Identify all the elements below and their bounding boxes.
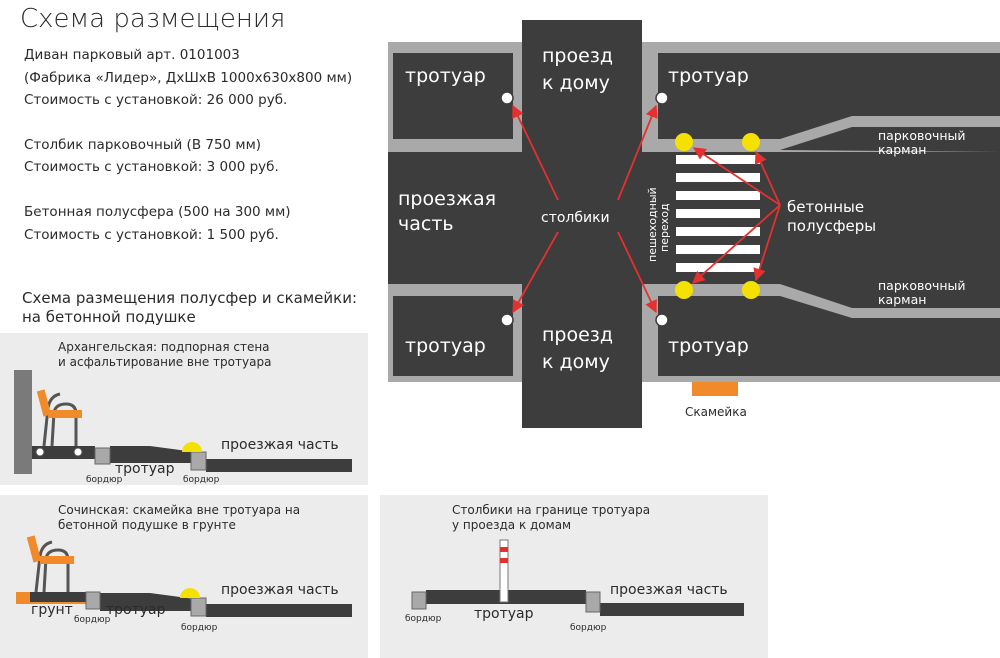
svg-text:бордюр: бордюр — [86, 475, 123, 485]
bollard-icon — [655, 91, 669, 105]
label-crosswalk: пешеходный — [646, 187, 659, 262]
svg-text:переход: переход — [658, 203, 671, 252]
bench-icon — [26, 535, 74, 593]
spec-line: Диван парковый арт. 0101003 — [24, 47, 240, 63]
label-parking-bottom: парковочный — [878, 278, 966, 293]
label-roadway: проезжая — [398, 188, 496, 210]
hemisphere-arrows — [692, 147, 781, 284]
svg-text:бордюр: бордюр — [183, 475, 220, 485]
sidewalk-block-tl — [393, 53, 513, 139]
vertical-drive — [522, 20, 642, 428]
svg-text:проезжая часть: проезжая часть — [221, 582, 339, 598]
svg-text:грунт: грунт — [31, 602, 73, 618]
section-panel-bollards: Столбики на границе тротуара у проезда к… — [380, 495, 768, 658]
svg-text:у проезда к домам: у проезда к домам — [452, 518, 571, 532]
section-heading: Схема размещения полусфер и скамейки: на… — [22, 289, 358, 326]
hemisphere-icon — [675, 281, 693, 299]
svg-text:Столбики на границе тротуара: Столбики на границе тротуара — [452, 503, 650, 517]
label-sidewalk-tr: тротуар — [668, 65, 749, 87]
svg-text:бордюр: бордюр — [74, 615, 111, 625]
label-parking-top: парковочный — [878, 128, 966, 143]
svg-text:тротуар: тротуар — [106, 602, 166, 618]
retaining-wall — [14, 370, 32, 474]
svg-text:бордюр: бордюр — [181, 623, 218, 633]
label-bollards: столбики — [541, 210, 610, 226]
svg-text:карман: карман — [878, 142, 926, 157]
bollard-icon — [500, 313, 514, 327]
label-drive-bottom: проезд — [542, 324, 613, 346]
parking-pocket-top — [780, 127, 1000, 152]
svg-text:и асфальтирование вне тротуара: и асфальтирование вне тротуара — [58, 355, 271, 369]
bollard-icon — [655, 313, 669, 327]
svg-text:карман: карман — [878, 292, 926, 307]
spec-line: Столбик парковочный (В 750 мм) — [24, 136, 262, 153]
svg-text:проезжая часть: проезжая часть — [610, 582, 728, 598]
spec-line: Стоимость с установкой: 1 500 руб. — [24, 226, 279, 243]
label-bench: Скамейка — [685, 405, 747, 419]
svg-text:бордюр: бордюр — [405, 614, 442, 624]
bollard-icon — [499, 539, 509, 603]
svg-text:тротуар: тротуар — [474, 606, 534, 622]
bench-icon — [692, 382, 738, 396]
spec-line: Стоимость с установкой: 3 000 руб. — [24, 159, 279, 176]
sidewalk-block-br — [658, 296, 1000, 376]
bollard-arrows — [512, 104, 658, 314]
svg-text:полусферы: полусферы — [787, 217, 876, 235]
svg-text:проезжая часть: проезжая часть — [221, 437, 339, 453]
svg-text:Архангельская: подпорная стена: Архангельская: подпорная стена — [58, 340, 270, 354]
section-panel-arkhangelsk: Архангельская: подпорная стена и асфальт… — [0, 333, 368, 485]
label-sidewalk-bl: тротуар — [405, 335, 486, 357]
hemisphere-icon — [675, 133, 693, 151]
spec-line: Бетонная полусфера (500 на 300 мм) — [24, 203, 291, 220]
label-sidewalk-br: тротуар — [668, 335, 749, 357]
parking-pocket-bottom — [780, 284, 1000, 308]
spec-line: Стоимость с установкой: 26 000 руб. — [24, 92, 288, 109]
svg-text:к дому: к дому — [542, 351, 610, 373]
crosswalk-stripes — [676, 155, 760, 272]
label-hemispheres: бетонные — [787, 198, 864, 216]
bollard-icon — [500, 91, 514, 105]
label-sidewalk-tl: тротуар — [405, 65, 486, 87]
spec-line: (Фабрика «Лидер», ДхШхВ 1000х630х800 мм) — [24, 69, 353, 86]
hemisphere-icon — [180, 588, 200, 598]
label-drive-top: проезд — [542, 45, 613, 67]
svg-text:к дому: к дому — [542, 72, 610, 94]
hemisphere-icon — [742, 281, 760, 299]
sidewalk-block-bl — [393, 296, 513, 376]
svg-text:Сочинская: скамейка вне тротуа: Сочинская: скамейка вне тротуара на — [58, 503, 300, 517]
hemisphere-icon — [182, 442, 202, 452]
svg-text:бетонной подушке в грунте: бетонной подушке в грунте — [58, 518, 236, 532]
page-title: Схема размещения — [20, 4, 286, 34]
plan-view: тротуар тротуар тротуар тротуар проезд к… — [388, 20, 1000, 428]
sidewalk-block-tr — [658, 53, 1000, 139]
svg-text:тротуар: тротуар — [115, 461, 175, 477]
svg-text:часть: часть — [398, 213, 454, 235]
hemisphere-icon — [742, 133, 760, 151]
svg-text:бордюр: бордюр — [570, 623, 607, 633]
section-panel-sochinskaya: Сочинская: скамейка вне тротуара на бето… — [0, 495, 368, 658]
specs-block: Диван парковый арт. 0101003 (Фабрика «Ли… — [24, 44, 352, 246]
bench-icon — [36, 389, 82, 447]
